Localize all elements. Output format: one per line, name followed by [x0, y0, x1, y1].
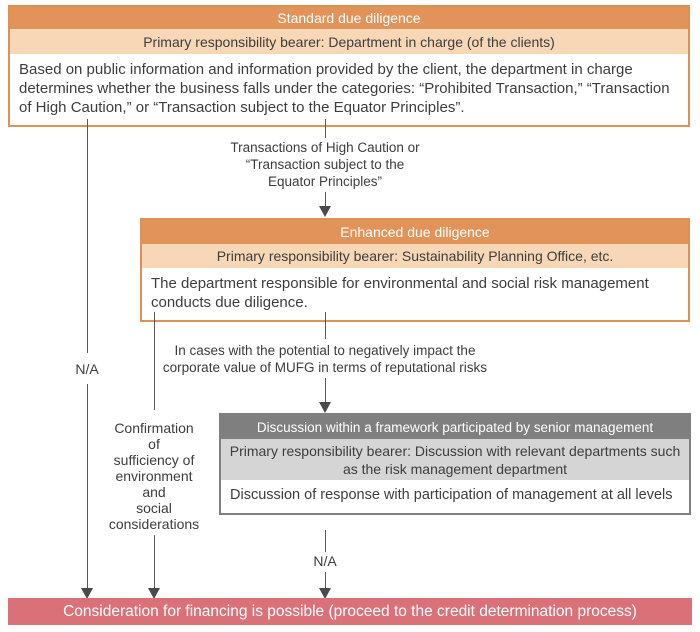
connector-line-center-6	[325, 572, 326, 588]
connector-line-center-3	[325, 312, 326, 339]
connector-line-center-1	[325, 119, 326, 138]
discussion-box-subtitle: Primary responsibility bearer: Discussio…	[221, 439, 689, 480]
arrow-down-icon-to-enhanced	[319, 206, 331, 217]
reputational-risk-label: In cases with the potential to negativel…	[162, 343, 488, 375]
arrow-down-icon-center-bottom	[319, 588, 331, 599]
arrow-down-icon-to-discussion	[319, 402, 331, 413]
high-caution-label: Transactions of High Caution or “Transac…	[230, 140, 420, 189]
result-bar: Consideration for financing is possible …	[8, 598, 692, 625]
arrow-down-icon-left	[81, 588, 93, 599]
confirmation-label: Confirmation of sufficiency of environme…	[108, 420, 200, 532]
standard-due-diligence-box: Standard due diligence Primary responsib…	[8, 5, 690, 127]
connector-line-left-upper	[87, 119, 88, 353]
standard-box-body: Based on public information and informat…	[10, 54, 688, 125]
connector-line-center-5	[325, 530, 326, 552]
enhanced-box-subtitle: Primary responsibility bearer: Sustainab…	[142, 244, 688, 268]
connector-line-center-4	[325, 378, 326, 402]
connector-line-center-2	[325, 192, 326, 206]
senior-management-discussion-box: Discussion within a framework participat…	[219, 413, 691, 515]
enhanced-due-diligence-box: Enhanced due diligence Primary responsib…	[140, 218, 690, 322]
enhanced-box-title: Enhanced due diligence	[142, 220, 688, 244]
discussion-box-title: Discussion within a framework participat…	[221, 415, 689, 439]
connector-line-confirmation-lower	[154, 535, 155, 588]
enhanced-box-body: The department responsible for environme…	[142, 268, 688, 320]
na-label-bottom: N/A	[313, 553, 337, 569]
connector-line-confirmation-upper	[154, 312, 155, 410]
discussion-box-body: Discussion of response with participatio…	[221, 480, 689, 513]
standard-box-title: Standard due diligence	[10, 7, 688, 29]
standard-box-subtitle: Primary responsibility bearer: Departmen…	[10, 29, 688, 54]
connector-line-left-lower	[87, 384, 88, 588]
na-label-left: N/A	[75, 361, 99, 377]
arrow-down-icon-confirmation	[148, 588, 160, 599]
